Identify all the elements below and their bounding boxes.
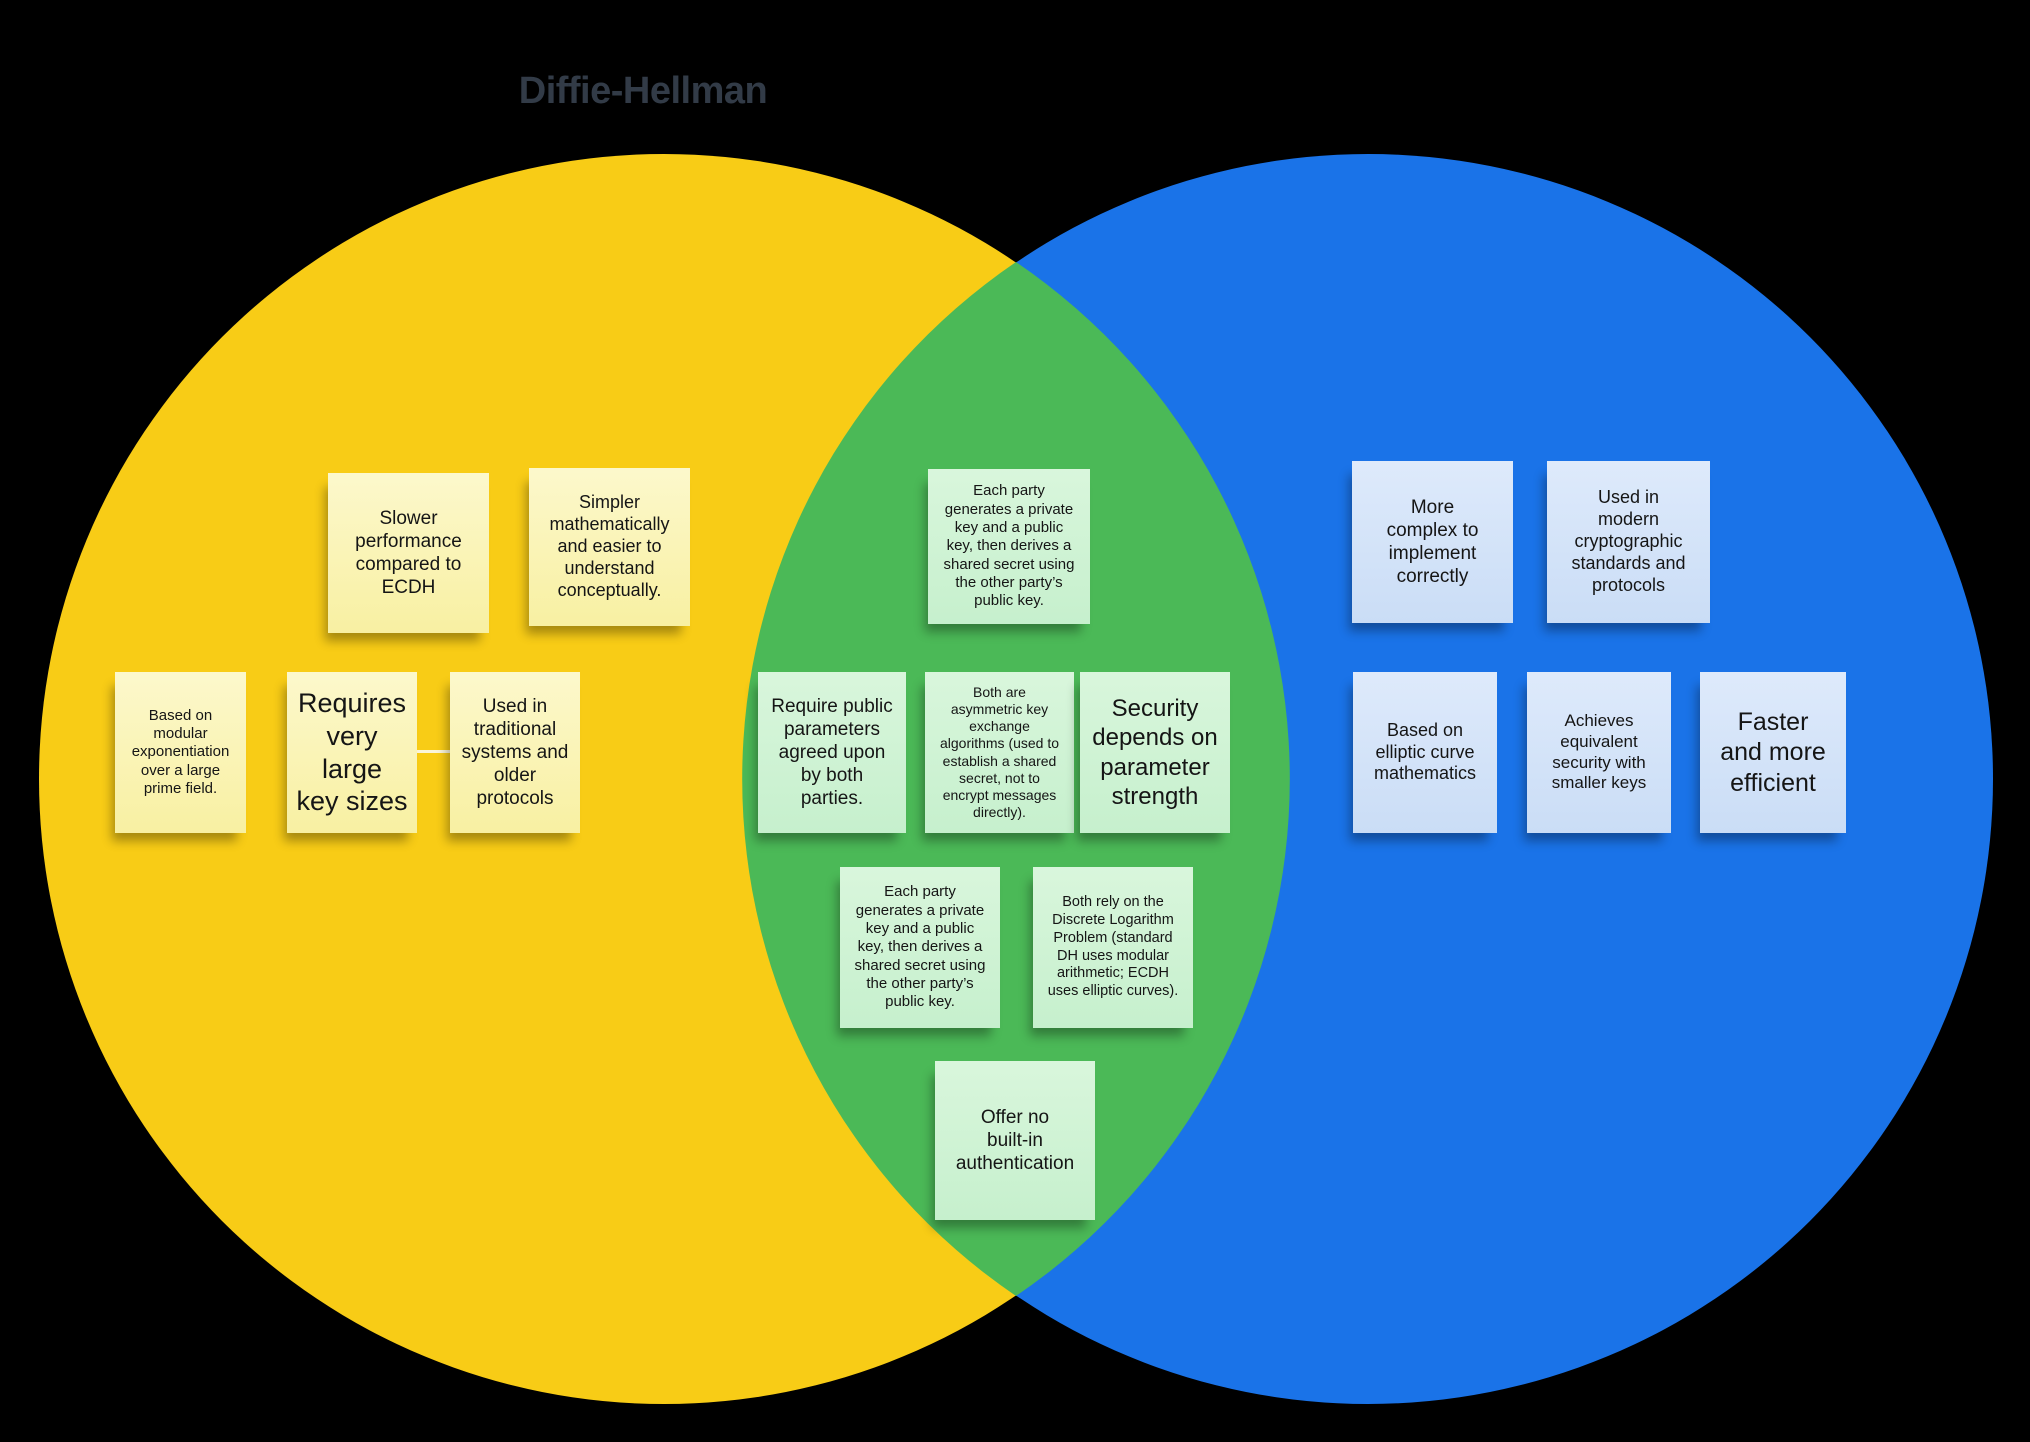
note-connector-line (417, 750, 450, 753)
diagram-title: Diffie-Hellman (518, 70, 768, 112)
sticky-note-public-parameters: Require public parameters agreed upon by… (758, 672, 906, 833)
sticky-note-discrete-logarithm: Both rely on the Discrete Logarithm Prob… (1033, 867, 1193, 1028)
sticky-note-equivalent-security: Achieves equivalent security with smalle… (1527, 672, 1671, 833)
sticky-note-simpler-mathematically: Simpler mathematically and easier to und… (529, 468, 690, 626)
sticky-note-more-complex: More complex to implement correctly (1352, 461, 1513, 623)
sticky-note-each-party-middle: Each party generates a private key and a… (840, 867, 1000, 1028)
sticky-note-modern-standards: Used in modern cryptographic standards a… (1547, 461, 1710, 623)
sticky-note-elliptic-curve-math: Based on elliptic curve mathematics (1353, 672, 1497, 833)
sticky-note-security-parameter-strength: Security depends on parameter strength (1080, 672, 1230, 833)
sticky-note-large-key-sizes: Requires very large key sizes (287, 672, 417, 833)
sticky-note-each-party-top: Each party generates a private key and a… (928, 469, 1090, 624)
sticky-note-asymmetric-key-exchange: Both are asymmetric key exchange algorit… (925, 672, 1074, 833)
sticky-note-slower-performance: Slower performance compared to ECDH (328, 473, 489, 633)
sticky-note-faster-efficient: Faster and more efficient (1700, 672, 1846, 833)
sticky-note-no-builtin-authentication: Offer no built-in authentication (935, 1061, 1095, 1220)
sticky-note-modular-exponentiation: Based on modular exponentiation over a l… (115, 672, 246, 833)
sticky-note-traditional-systems: Used in traditional systems and older pr… (450, 672, 580, 833)
